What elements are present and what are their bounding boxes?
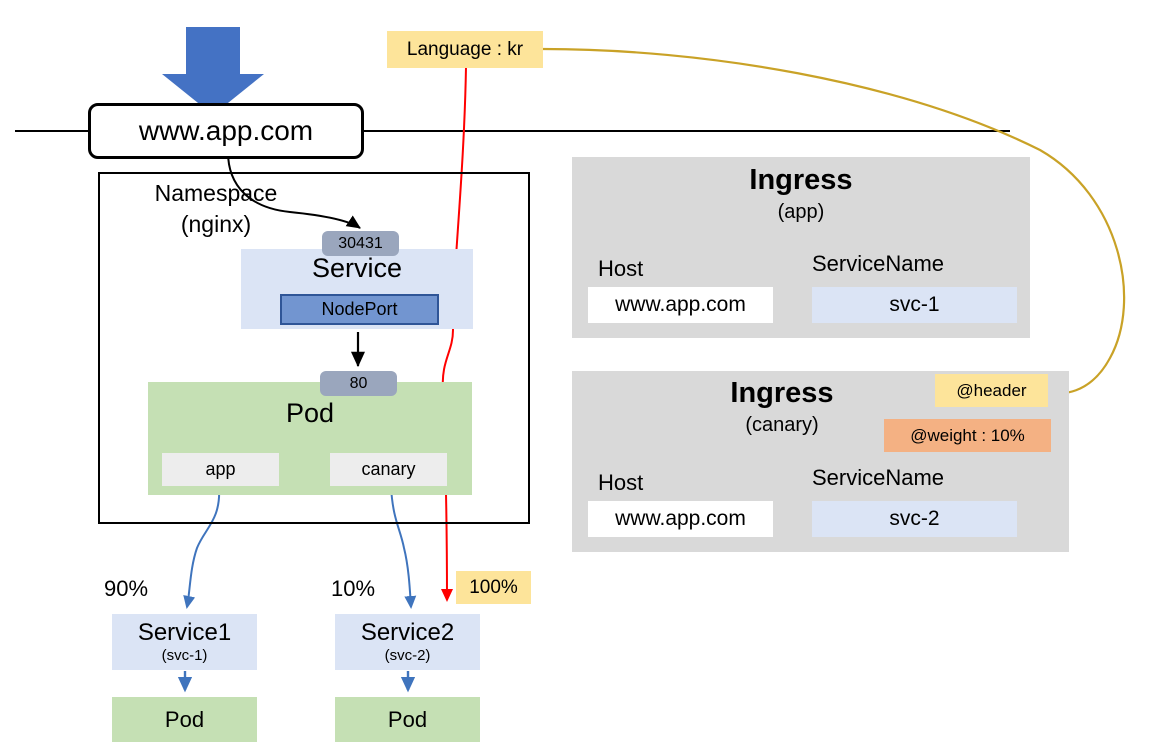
nodeport-number-label: 30431: [338, 234, 383, 252]
container-chip-app-label: app: [205, 459, 236, 479]
service1-pod-label: Pod: [164, 706, 205, 732]
ingress-app-title: Ingress: [749, 164, 853, 196]
ingress-app-host-value[interactable]: www.app.com: [588, 287, 773, 323]
annotation-header-badge-label: @header: [956, 380, 1027, 400]
host-pill-label: www.app.com: [138, 115, 314, 146]
service1-subname: (svc-1): [161, 646, 208, 664]
ingress-canary-subtitle: (canary): [745, 414, 819, 436]
annotation-weight-badge-label: @weight : 10%: [910, 425, 1025, 445]
pod-title: Pod: [285, 398, 335, 428]
targetport-number-label: 80: [349, 374, 368, 392]
ingress-canary-host-value[interactable]: www.app.com: [588, 501, 773, 537]
container-chip-app[interactable]: app: [162, 453, 279, 486]
service2-box[interactable]: Service2 (svc-2): [335, 614, 480, 670]
service1-pod-box: Pod: [112, 697, 257, 742]
service2-pod-label: Pod: [387, 706, 428, 732]
service2-subname: (svc-2): [384, 646, 431, 664]
ingress-app-servicename-label: ServiceName: [812, 251, 945, 276]
host-pill[interactable]: www.app.com: [88, 103, 364, 159]
language-header-badge[interactable]: Language : kr: [387, 31, 543, 68]
nodeport-number-chip: 30431: [322, 231, 399, 256]
nodeport-type-label: NodePort: [321, 299, 398, 319]
service1-name: Service1: [137, 618, 232, 646]
container-chip-canary-label: canary: [361, 459, 416, 479]
ingress-app-servicename-value-text: svc-1: [889, 293, 940, 316]
namespace-title: Namespace: [154, 180, 278, 206]
annotation-weight-badge[interactable]: @weight : 10%: [884, 419, 1051, 452]
ingress-app-host-label: Host: [598, 256, 644, 281]
nodeport-type-chip[interactable]: NodePort: [280, 294, 439, 325]
namespace-subtitle: (nginx): [180, 211, 252, 237]
ingress-canary-title: Ingress: [730, 377, 834, 409]
ingress-canary-servicename-value[interactable]: svc-2: [812, 501, 1017, 537]
canary-override-percent-label: 100%: [469, 576, 518, 598]
traffic-percent-service2: 10%: [331, 576, 376, 601]
ingress-canary-servicename-value-text: svc-2: [889, 507, 940, 530]
targetport-number-chip: 80: [320, 371, 397, 396]
service2-pod-box: Pod: [335, 697, 480, 742]
ingress-canary-host-label: Host: [598, 470, 644, 495]
service-title: Service: [311, 253, 403, 283]
ingress-app-host-value-text: www.app.com: [615, 293, 746, 316]
traffic-percent-service1: 90%: [104, 576, 149, 601]
service1-box[interactable]: Service1 (svc-1): [112, 614, 257, 670]
ingress-canary-servicename-label: ServiceName: [812, 465, 945, 490]
namespace-label: Namespace (nginx): [116, 178, 316, 240]
ingress-app-subtitle: (app): [777, 201, 825, 223]
annotation-header-badge[interactable]: @header: [935, 374, 1048, 407]
ingress-app-servicename-value[interactable]: svc-1: [812, 287, 1017, 323]
incoming-traffic-arrow-icon: [162, 27, 264, 115]
container-chip-canary[interactable]: canary: [330, 453, 447, 486]
service2-name: Service2: [360, 618, 455, 646]
canary-override-percent-badge: 100%: [456, 571, 531, 604]
ingress-canary-host-value-text: www.app.com: [615, 507, 746, 530]
language-header-badge-label: Language : kr: [406, 38, 524, 60]
